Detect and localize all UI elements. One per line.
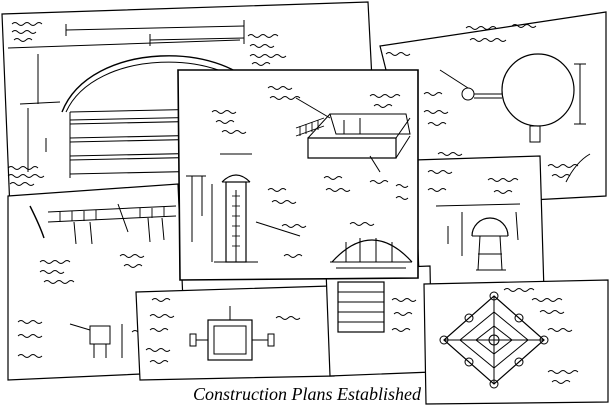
sheet-lattice-plan <box>423 279 609 405</box>
sheet-tank-elevation <box>413 155 545 297</box>
handwritten-notes <box>145 298 301 364</box>
handwritten-notes <box>427 170 519 194</box>
sheet-ladder-detail <box>325 265 433 377</box>
sheet-pipe-junction <box>135 285 335 381</box>
handwritten-notes <box>7 22 287 186</box>
handwritten-notes <box>503 288 579 384</box>
sheet-sphere-plan <box>379 11 607 207</box>
handwritten-notes <box>385 24 579 178</box>
caption-text: Construction Plans Established <box>192 384 421 404</box>
handwritten-notes <box>211 86 409 258</box>
handwritten-notes <box>391 298 417 332</box>
sheet-main-plan <box>177 69 419 281</box>
